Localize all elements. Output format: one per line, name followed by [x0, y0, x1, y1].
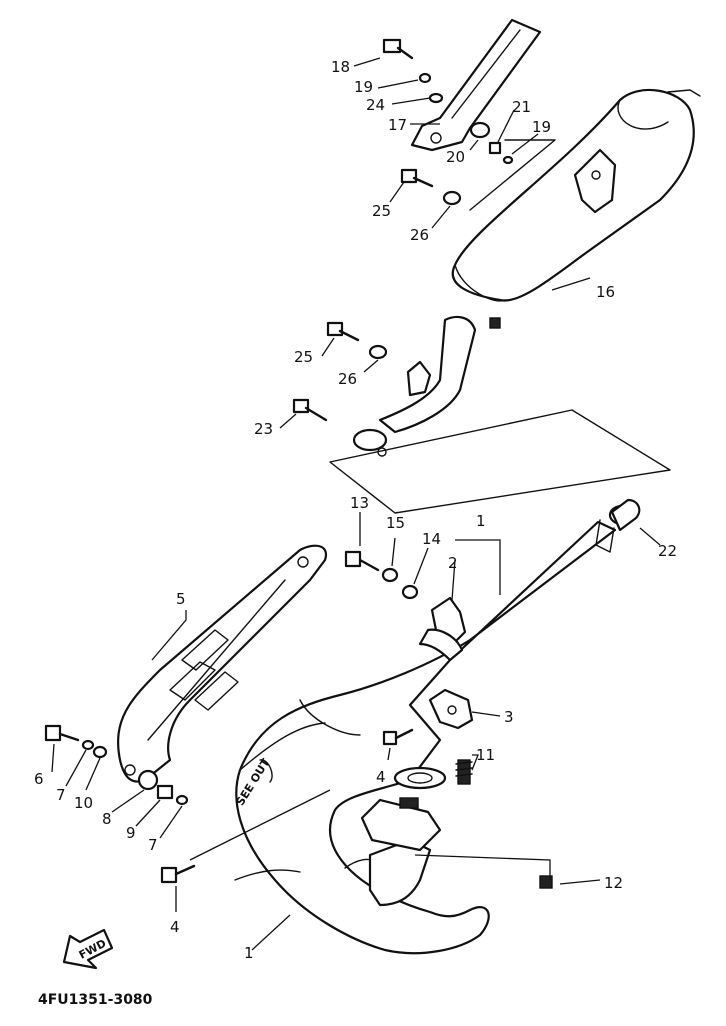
callout-3: 3	[504, 708, 514, 726]
bolt-18	[382, 38, 414, 60]
assembly-frame-upper	[329, 139, 671, 514]
callout-8: 8	[102, 810, 112, 828]
bolt-25-mid	[326, 321, 360, 342]
bolt-6	[44, 724, 80, 742]
leader-lines	[51, 57, 661, 951]
callout-17: 17	[388, 116, 407, 134]
callout-25-top: 25	[372, 202, 391, 220]
silencer-16	[451, 88, 701, 302]
washer-7-right	[175, 794, 189, 806]
callout-20: 20	[446, 148, 465, 166]
collar-9	[156, 784, 174, 800]
callout-7-left: 7	[56, 786, 66, 804]
callouts: 18 19 24 17 21 19 20 25 26 16 25 26 23 1…	[34, 58, 677, 962]
callout-4-upper: 4	[376, 768, 386, 786]
callout-23: 23	[254, 420, 273, 438]
washer-26-top	[442, 190, 462, 206]
callout-18: 18	[331, 58, 350, 76]
callout-6: 6	[34, 770, 44, 788]
clamp-2	[418, 596, 467, 662]
callout-1-lower: 1	[244, 944, 254, 962]
callout-14: 14	[422, 530, 441, 548]
callout-12: 12	[604, 874, 623, 892]
washer-15	[381, 567, 399, 583]
callout-11: 11	[476, 746, 495, 764]
flange-fitting	[360, 797, 442, 852]
callout-5: 5	[176, 590, 186, 608]
fwd-arrow-icon: FWD	[62, 928, 114, 970]
bracket-3	[428, 688, 474, 730]
heat-protector-5	[117, 544, 328, 783]
washer-19-top	[418, 72, 432, 84]
callout-15: 15	[386, 514, 405, 532]
bolt-25-top	[400, 168, 434, 188]
callout-21: 21	[512, 98, 531, 116]
callout-19-top: 19	[354, 78, 373, 96]
callout-25-mid: 25	[294, 348, 313, 366]
washer-7-left	[81, 739, 95, 751]
gasket-11	[393, 766, 447, 790]
muffler-pipe-1: SEE OUT	[234, 519, 617, 955]
spring-11	[455, 759, 473, 785]
silencer-bracket-17	[410, 18, 542, 152]
callout-22: 22	[658, 542, 677, 560]
bolt-4-lower	[160, 864, 196, 884]
bolt-4-upper	[382, 728, 414, 746]
callout-7-right: 7	[148, 836, 158, 854]
callout-2: 2	[448, 554, 458, 572]
callout-4-lower: 4	[170, 918, 180, 936]
bolt-23	[292, 398, 328, 422]
sleeve-22	[608, 498, 641, 532]
bolt-13	[344, 550, 380, 572]
callout-16: 16	[596, 283, 615, 301]
grommet-20	[469, 121, 491, 139]
callout-19-mid: 19	[532, 118, 551, 136]
clip-24	[428, 92, 444, 104]
callout-26-mid: 26	[338, 370, 357, 388]
callout-10: 10	[74, 794, 93, 812]
damper-8	[137, 769, 159, 791]
callout-13: 13	[350, 494, 369, 512]
collar-21	[488, 141, 502, 155]
callout-24: 24	[366, 96, 385, 114]
washer-19-mid	[502, 155, 514, 165]
callout-26-top: 26	[410, 226, 429, 244]
washer-10	[92, 745, 108, 759]
exhaust-joint-pipe	[352, 315, 501, 457]
washer-14	[401, 584, 419, 600]
washer-26-mid	[368, 344, 388, 360]
callout-9: 9	[126, 824, 136, 842]
diagram-code: 4FU1351-3080	[38, 992, 153, 1008]
callout-1-top: 1	[476, 512, 486, 530]
nut-12	[539, 875, 553, 889]
